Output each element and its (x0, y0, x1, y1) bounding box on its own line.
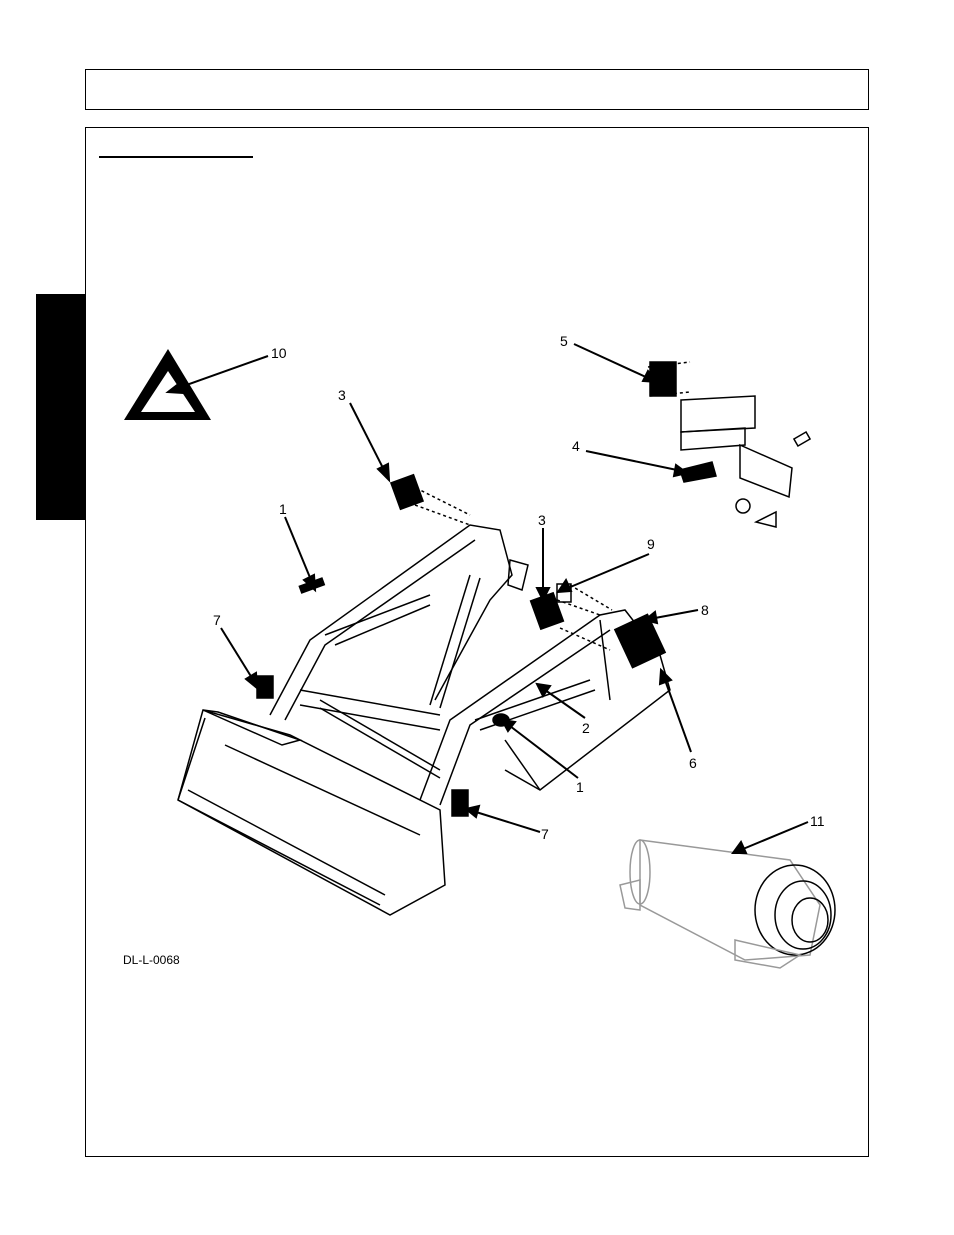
smv-triangle-icon (124, 349, 211, 420)
section-tab (36, 294, 85, 520)
callout-3-right: 3 (538, 512, 546, 528)
page-header-box (85, 69, 869, 110)
callout-5: 5 (560, 333, 568, 349)
callout-10: 10 (271, 345, 287, 361)
pto-shield-icon (620, 840, 835, 968)
callout-7-left: 7 (213, 612, 221, 628)
figure-id-label: DL-L-0068 (123, 953, 180, 967)
callout-3-top: 3 (338, 387, 346, 403)
callout-4: 4 (572, 438, 580, 454)
callout-9: 9 (647, 536, 655, 552)
callout-8: 8 (701, 602, 709, 618)
callout-11: 11 (810, 813, 825, 829)
callout-leaders (168, 344, 808, 853)
callout-7-right: 7 (541, 826, 549, 842)
bracket-icon (648, 362, 810, 527)
loader-assembly-icon (178, 475, 670, 915)
callout-1-right: 1 (576, 779, 584, 795)
decal-location-figure: 10 3 5 4 1 3 9 8 7 2 6 1 7 11 (85, 127, 869, 1157)
callout-6: 6 (689, 755, 697, 771)
callout-1-left: 1 (279, 501, 287, 517)
callout-2: 2 (582, 720, 590, 736)
